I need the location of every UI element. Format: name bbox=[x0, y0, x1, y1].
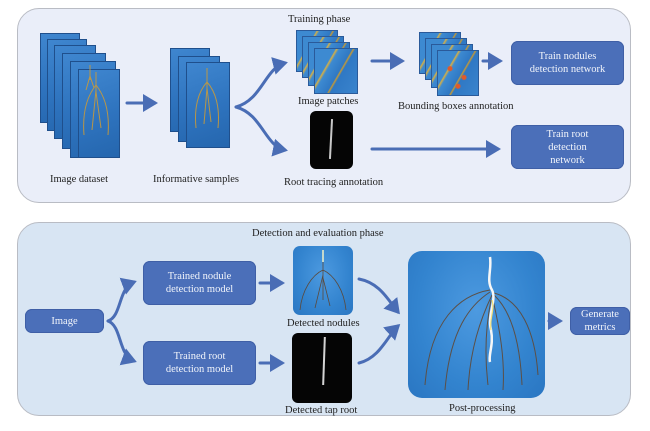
trained-nodule-model-box: Trained nodule detection model bbox=[143, 261, 256, 305]
detected-tap-root-image bbox=[292, 333, 352, 403]
bounding-boxes-stack bbox=[419, 32, 481, 98]
generate-metrics-box: Generate metrics bbox=[570, 307, 630, 335]
root-tracing-image bbox=[310, 111, 353, 169]
root-tracing-label: Root tracing annotation bbox=[284, 177, 384, 188]
detection-phase-title: Detection and evaluation phase bbox=[252, 228, 384, 239]
image-patches-label: Image patches bbox=[298, 96, 359, 107]
post-processing-label: Post-processing bbox=[449, 403, 516, 414]
detected-tap-root-label: Detected tap root bbox=[285, 405, 358, 416]
image-box: Image bbox=[25, 309, 104, 333]
trained-root-model-box: Trained root detection model bbox=[143, 341, 256, 385]
informative-samples-label: Informative samples bbox=[153, 174, 240, 185]
training-phase-title: Training phase bbox=[288, 14, 351, 25]
train-nodules-network-box: Train nodules detection network bbox=[511, 41, 624, 85]
train-root-network-box: Train root detection network bbox=[511, 125, 624, 169]
image-patches-stack bbox=[296, 30, 358, 96]
post-processing-image bbox=[408, 251, 545, 398]
informative-samples-stack bbox=[170, 48, 230, 148]
image-dataset-stack bbox=[40, 33, 120, 158]
image-dataset-label: Image dataset bbox=[50, 174, 109, 185]
bounding-boxes-label: Bounding boxes annotation bbox=[398, 101, 514, 112]
detected-nodules-image bbox=[293, 246, 353, 315]
detected-nodules-label: Detected nodules bbox=[287, 318, 360, 329]
